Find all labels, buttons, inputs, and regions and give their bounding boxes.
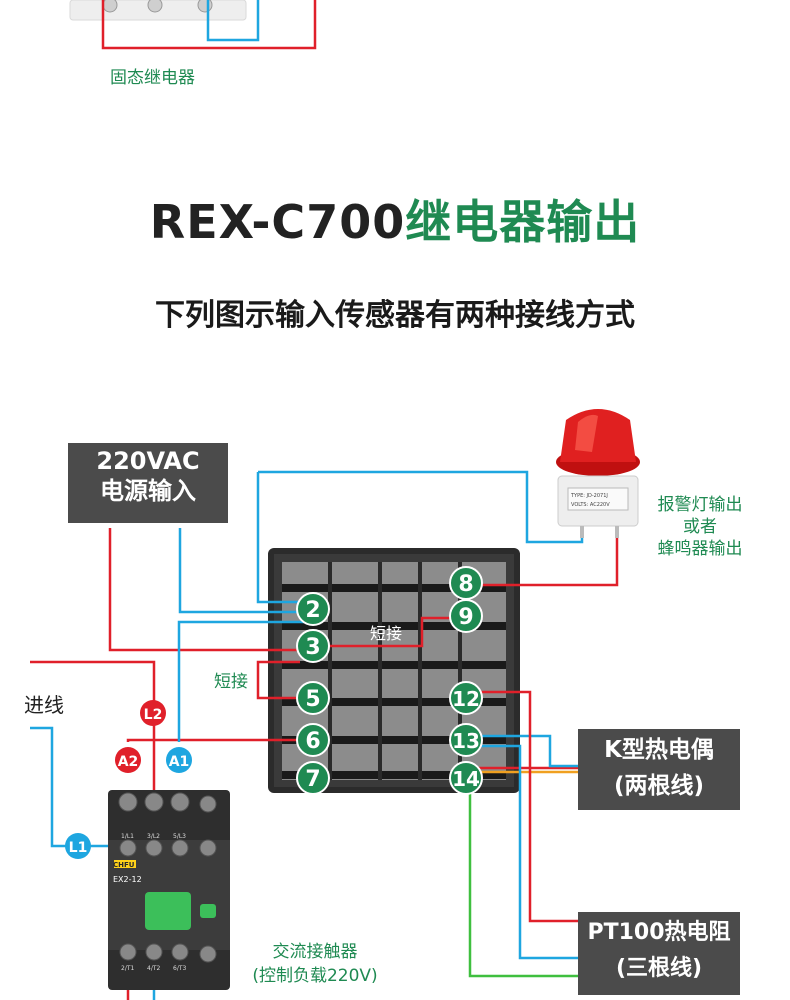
alarm-beacon: TYPE: JD-2071J VOLTS: AC220V <box>556 409 640 538</box>
terminal-number: 8 <box>458 572 473 597</box>
short-label-3-9: 短接 <box>370 624 403 643</box>
beacon-blue-wire <box>258 470 584 544</box>
svg-text:A2: A2 <box>118 754 139 770</box>
page-title: REX-C700继电器输出 <box>0 186 790 252</box>
terminal-number: 2 <box>305 598 320 623</box>
contactor-terminal-label: 5/L3 <box>173 833 186 840</box>
page-subtitle: 下列图示输入传感器有两种接线方式 <box>155 298 635 333</box>
terminal-number: 12 <box>452 687 480 711</box>
terminal-number: 5 <box>305 687 320 712</box>
k-thermocouple-box: K型热电偶 (两根线) <box>578 729 740 810</box>
terminal-number: 7 <box>305 767 320 792</box>
k-blue-wire <box>466 734 580 768</box>
power-input-box: 220VAC 电源输入 <box>68 443 228 523</box>
terminal-number: 9 <box>458 605 473 630</box>
contactor-terminal-label: 1/L1 <box>121 833 134 840</box>
terminal-number: 6 <box>305 729 320 754</box>
short-wire-3-9 <box>313 616 466 648</box>
ssr-screw <box>197 0 213 13</box>
incoming-line-label: 进线 <box>24 693 64 717</box>
pt-green-wire <box>468 778 580 978</box>
contactor-terminal-label: 3/L2 <box>147 833 160 840</box>
alarm-output-label: 报警灯输出 或者 蜂鸣器输出 <box>657 495 743 559</box>
ssr-screw <box>102 0 118 13</box>
ssr-screw <box>147 0 163 13</box>
ssr-blue-wire <box>206 0 260 42</box>
terminal-8: 8 <box>449 566 483 600</box>
incoming-l2-wire <box>30 660 156 790</box>
pt100-box: PT100热电阻 (三根线) <box>578 912 740 995</box>
beacon-volts: VOLTS: AC220V <box>571 502 610 508</box>
pt-red-wire <box>466 690 580 923</box>
contactor-brand: CHFU <box>113 861 135 869</box>
ssr-red-wire <box>101 0 317 50</box>
contactor-green-button <box>145 892 191 930</box>
beacon-blue-wire-to-2 <box>256 472 313 604</box>
power-red-wire <box>108 528 313 652</box>
terminal-9: 9 <box>449 599 483 633</box>
a1-wire <box>177 620 313 742</box>
terminal-12: 12 <box>449 681 483 715</box>
terminal-6: 6 <box>296 723 330 757</box>
contactor-model: EX2-12 <box>113 875 142 884</box>
contactor-terminal-label: 2/T1 <box>121 965 135 972</box>
svg-text:L1: L1 <box>69 840 88 856</box>
short-label-3-5: 短接 <box>214 672 248 692</box>
ac-contactor: CHFU EX2-12 1/L1 3/L2 5/L3 2/T1 4/T2 6/T… <box>108 790 230 990</box>
title-model: REX-C700 <box>149 195 406 249</box>
marker-l1: L1 <box>65 833 91 859</box>
beacon-type: TYPE: JD-2071J <box>570 493 608 499</box>
power-input-voltage: 220VAC <box>96 447 200 475</box>
beacon-red-wire <box>466 525 619 587</box>
power-blue-wire <box>178 528 313 614</box>
incoming-l1-wire <box>30 726 118 848</box>
pt-blue-wire <box>466 744 580 960</box>
terminal-number: 3 <box>305 635 320 660</box>
terminal-7: 7 <box>296 761 330 795</box>
ssr-image <box>0 0 790 60</box>
marker-l2: L2 <box>140 700 166 726</box>
contactor-terminal-label: 6/T3 <box>173 965 187 972</box>
power-input-label: 电源输入 <box>100 477 196 505</box>
marker-a2: A2 <box>115 747 141 773</box>
terminal-3: 3 <box>296 629 330 663</box>
ssr-wiring <box>69 0 317 50</box>
ssr-label: 固态继电器 <box>110 68 195 88</box>
contactor-label: 交流接触器 (控制负载220V) <box>252 942 378 986</box>
svg-text:A1: A1 <box>169 754 190 770</box>
terminal-2: 2 <box>296 592 330 626</box>
marker-a1: A1 <box>166 747 192 773</box>
terminal-number: 14 <box>452 767 480 791</box>
short-wire-3-5 <box>256 660 300 700</box>
contactor-terminal-label: 4/T2 <box>147 965 161 972</box>
terminal-number: 13 <box>452 729 480 753</box>
title-text: 继电器输出 <box>405 195 641 249</box>
svg-text:L2: L2 <box>144 707 163 723</box>
wiring-diagram: CHFU EX2-12 1/L1 3/L2 5/L3 2/T1 4/T2 6/T… <box>30 409 640 1000</box>
terminal-14: 14 <box>449 761 483 795</box>
terminal-13: 13 <box>449 723 483 757</box>
terminal-5: 5 <box>296 681 330 715</box>
a2-wire <box>126 738 313 742</box>
